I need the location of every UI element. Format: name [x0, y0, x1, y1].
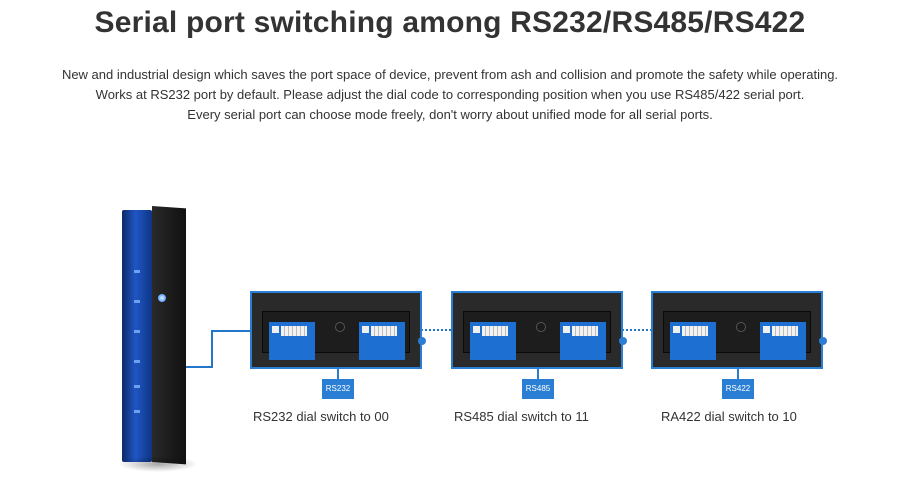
mode-tag-rs422: RS422 [722, 379, 754, 399]
dip-switch-panel-rs232 [250, 291, 426, 369]
caption-rs485: RS485 dial switch to 11 [454, 409, 589, 424]
caption-rs422: RA422 dial switch to 10 [661, 409, 797, 424]
mode-tag-rs232: RS232 [322, 379, 354, 399]
device-side-panel [152, 206, 186, 465]
mode-tag-rs485: RS485 [522, 379, 554, 399]
connector-line [211, 330, 213, 368]
page-title: Serial port switching among RS232/RS485/… [94, 6, 806, 39]
dip-switch-panel-rs422 [651, 291, 827, 369]
dotted-connector-line [622, 329, 652, 331]
connector-line [211, 330, 251, 332]
knob-icon [418, 337, 426, 345]
description: New and industrial design which saves th… [0, 65, 900, 125]
knob-icon [819, 337, 827, 345]
device-shadow [118, 456, 198, 472]
device-front-panel [122, 210, 152, 462]
power-led-icon [158, 294, 166, 302]
description-line-2: Works at RS232 port by default. Please a… [95, 87, 805, 102]
connector-line [186, 366, 212, 368]
knob-icon [619, 337, 627, 345]
description-line-1: New and industrial design which saves th… [61, 67, 839, 82]
caption-rs232: RS232 dial switch to 00 [253, 409, 389, 424]
dip-switch-panel-rs485 [451, 291, 627, 369]
dotted-connector-line [421, 329, 451, 331]
description-line-3: Every serial port can choose mode freely… [187, 107, 713, 122]
serial-device-image [118, 206, 198, 472]
